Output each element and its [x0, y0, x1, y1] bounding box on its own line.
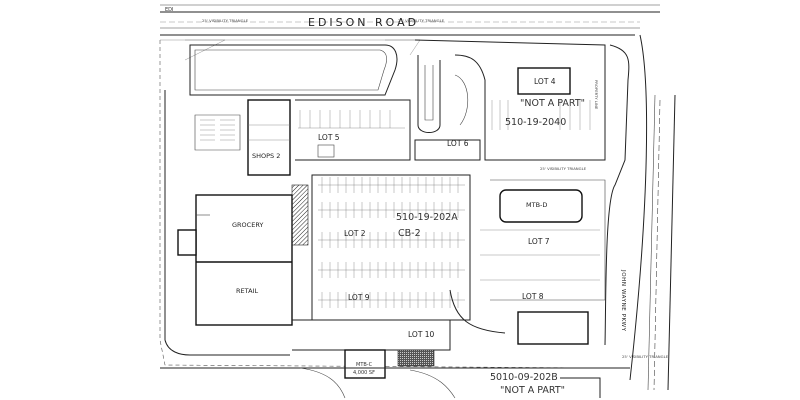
retail-label: RETAIL — [236, 287, 258, 295]
visibility-triangle-label-mid: 25' VISIBILITY TRIANGLE — [398, 18, 445, 23]
visibility-triangle-label-left: 25' VISIBILITY TRIANGLE — [202, 18, 249, 23]
lot-2-label: LOT 2 — [344, 229, 366, 238]
lot-9-label: LOT 9 — [348, 293, 370, 302]
retention-basin — [189, 44, 398, 96]
edison-road: EDISON ROAD EDI — [160, 4, 660, 41]
mtb-c-area-label: 4,000 SF — [353, 370, 375, 376]
not-a-part-label-north: "NOT A PART" — [520, 98, 585, 109]
south-parcel: 5010-09-202B "NOT A PART" — [160, 367, 630, 399]
mtb-c-building: MTB-C 4,000 SF — [344, 349, 386, 379]
shops-2-label: SHOPS 2 — [252, 152, 280, 160]
lot-7-label: LOT 7 — [528, 237, 550, 246]
property-line-label: PROPERTY LINE — [594, 80, 599, 110]
road-corner-fragment: EDI — [165, 7, 173, 13]
zoning-label: CB-2 — [398, 228, 421, 239]
not-a-part-label-south: "NOT A PART" — [500, 385, 565, 396]
shops-2-building: SHOPS 2 — [247, 99, 291, 176]
west-parking — [194, 114, 241, 151]
lot-8-label: LOT 8 — [522, 292, 544, 301]
road-name-label: EDISON ROAD — [308, 16, 419, 29]
main-parking-field: LOT 2 LOT 9 510-19-202A CB-2 — [311, 174, 471, 321]
mtb-d-label: MTB-D — [526, 201, 547, 209]
lot-6-label: LOT 6 — [447, 139, 469, 148]
visibility-triangle-label-south: 25' VISIBILITY TRIANGLE — [622, 354, 669, 359]
cross-street-label: JOHN WAYNE PKWY — [620, 269, 626, 332]
grocery-retail-building: GROCERY RETAIL — [177, 184, 309, 326]
parcel-2040-label: 510-19-2040 — [505, 117, 566, 128]
john-wayne-pkwy: JOHN WAYNE PKWY — [620, 34, 676, 391]
lot-4-area: LOT 4 "NOT A PART" 510-19-2040 PROPERTY … — [414, 39, 606, 161]
visibility-triangle-label-east: 25' VISIBILITY TRIANGLE — [540, 166, 587, 171]
parcel-202a-label: 510-19-202A — [396, 212, 458, 223]
parcel-202b-label: 5010-09-202B — [490, 372, 558, 383]
lot-4-label: LOT 4 — [534, 77, 556, 86]
mtb-c-label: MTB-C — [356, 362, 373, 368]
lot-5-label: LOT 5 — [318, 133, 340, 142]
site-boundary — [159, 40, 630, 369]
lot-8-area: LOT 8 — [449, 289, 589, 345]
lot-10-label: LOT 10 — [408, 330, 435, 339]
lot-7-area: MTB-D LOT 7 — [480, 179, 606, 301]
lot-5-6-area: LOT 5 LOT 6 — [295, 99, 481, 161]
grocery-label: GROCERY — [232, 221, 263, 229]
